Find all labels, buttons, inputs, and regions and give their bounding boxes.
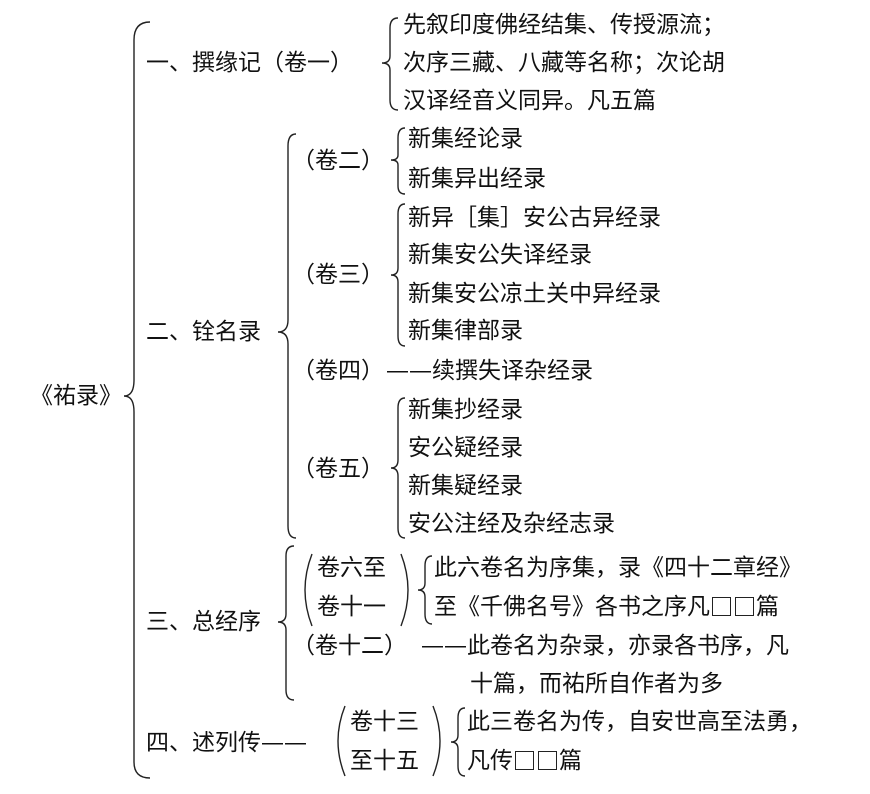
sec3-a-line-2: 至《千佛名号》各书之序凡篇 (434, 594, 779, 620)
v5-brace (390, 397, 406, 539)
sec2-v2-label: （卷二） (292, 148, 384, 174)
sec3-a-lparen (304, 553, 313, 627)
v3-brace (390, 203, 406, 347)
blank-box (515, 751, 534, 770)
sec1-line-1: 先叙印度佛经结集、传授源流； (403, 12, 725, 38)
sec3-a-line-1: 此六卷名为序集，录《四十二章经》 (434, 555, 802, 581)
root-brace (123, 21, 151, 779)
sec2-v2-item: 新集经论录 (408, 126, 523, 152)
blank-box (735, 597, 754, 616)
blank-box (712, 597, 731, 616)
sec3-a-brace (417, 555, 433, 625)
sec2-v3-label: （卷三） (292, 262, 384, 288)
sec4-rparen (432, 705, 441, 777)
root-label: 《祐录》 (30, 383, 122, 409)
sec4-brace (450, 707, 466, 777)
sec3-a-label-2: 卷十一 (317, 594, 386, 620)
sec2-v5-label: （卷五） (292, 456, 384, 482)
sec3-b-line-2: 十篇，而祐所自作者为多 (470, 671, 723, 697)
sec4-line-1: 此三卷名为传，自安世高至法勇， (467, 709, 812, 735)
v2-brace (390, 127, 406, 195)
blank-box (538, 751, 557, 770)
sec2-v3-item: 新集安公失译经录 (408, 242, 592, 268)
sec4-vol-2: 至十五 (350, 748, 419, 774)
sec1-label: 一、撰缘记（卷一） (146, 50, 353, 76)
sec2-v5-item: 新集抄经录 (408, 397, 523, 423)
sec2-v3-item: 新异［集］安公古异经录 (408, 205, 661, 231)
sec4-line-2: 凡传篇 (467, 748, 582, 774)
sec2-v5-item: 安公注经及杂经志录 (408, 511, 615, 537)
sec2-v4-text: ——续撰失译杂经录 (386, 358, 593, 384)
sec3-b-label: （卷十二） (292, 633, 407, 659)
sec2-v4-label: （卷四） (292, 358, 384, 384)
sec3-brace (277, 545, 295, 701)
sec2-v2-item: 新集异出经录 (408, 166, 546, 192)
sec3-b-line-1: ——此卷名为杂录，亦录各书序，凡 (421, 633, 789, 659)
sec1-line-2: 次序三藏、八藏等名称；次论胡 (403, 50, 725, 76)
sec4-lparen (337, 705, 346, 777)
sec2-brace (277, 133, 297, 539)
sec2-v5-item: 新集疑经录 (408, 473, 523, 499)
sec4-vol-1: 卷十三 (350, 709, 419, 735)
sec4-label: 四、述列传—— (146, 730, 307, 756)
sec2-v5-item: 安公疑经录 (408, 435, 523, 461)
sec1-brace (381, 17, 399, 111)
sec2-label: 二、铨名录 (146, 319, 261, 345)
sec2-v3-item: 新集安公凉土关中异经录 (408, 281, 661, 307)
sec2-v3-item: 新集律部录 (408, 318, 523, 344)
sec1-line-3: 汉译经音义同异。凡五篇 (403, 88, 656, 114)
sec3-a-rparen (400, 553, 409, 627)
sec3-a-label-1: 卷六至 (317, 555, 386, 581)
sec3-label: 三、总经序 (146, 609, 261, 635)
